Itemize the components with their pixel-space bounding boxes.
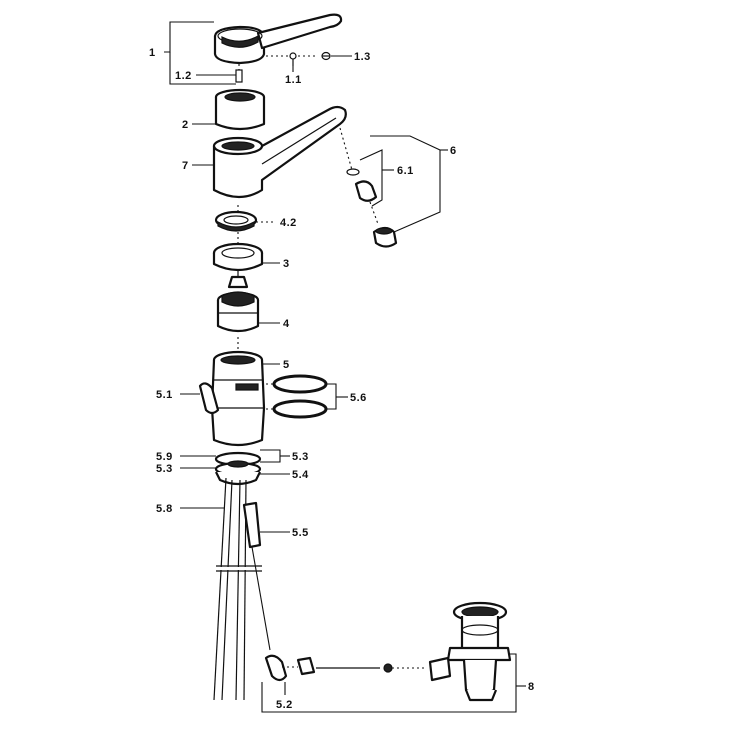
label-1-1: 1.1: [285, 74, 302, 86]
part-lift-rod-knob: [198, 382, 220, 415]
label-5-8: 5.8: [156, 503, 173, 515]
label-8: 8: [528, 681, 535, 693]
label-5: 5: [283, 359, 290, 371]
label-5-6: 5.6: [350, 392, 367, 404]
label-5-3-left: 5.3: [156, 463, 173, 475]
part-popup-waste: [428, 601, 512, 702]
part-o-rings: [266, 374, 328, 419]
part-aerator-insert: [339, 127, 379, 225]
part-ring-4-2: [214, 205, 258, 232]
part-lift-rod: [242, 501, 271, 651]
part-lever-handle: [213, 13, 343, 65]
part-nut: [212, 232, 264, 272]
part-supply-hoses: [210, 477, 266, 701]
label-1-3: 1.3: [354, 51, 371, 63]
part-pin-1-2: [235, 64, 243, 83]
label-5-5: 5.5: [292, 527, 309, 539]
label-1: 1: [149, 47, 156, 59]
part-cap-1-3: [321, 51, 331, 61]
part-linkage-clip: [264, 654, 316, 682]
label-5-4: 5.4: [292, 469, 309, 481]
label-5-9: 5.9: [156, 451, 173, 463]
label-7: 7: [182, 160, 189, 172]
part-spout-body: [212, 105, 347, 199]
part-cover-sleeve: [214, 88, 266, 131]
part-nozzle: [372, 226, 398, 248]
label-6-1: 6.1: [397, 165, 414, 177]
label-4: 4: [283, 318, 290, 330]
label-5-1: 5.1: [156, 389, 173, 401]
part-washers: [214, 451, 262, 486]
part-screw-1-1: [266, 52, 318, 66]
label-6: 6: [450, 145, 457, 157]
label-3: 3: [283, 258, 290, 270]
label-1-2: 1.2: [175, 70, 192, 82]
label-4-2: 4.2: [280, 217, 297, 229]
leader-lines: [164, 21, 526, 713]
label-2: 2: [182, 119, 189, 131]
part-cartridge: [216, 270, 260, 350]
label-5-3-right: 5.3: [292, 451, 309, 463]
part-pivot-rod: [316, 663, 426, 673]
part-tap-base: [210, 350, 266, 447]
part-labels: 1 1.2 1.1 1.3 2 7 6 6.1 4.2 3 4 5 5.1 5.…: [149, 47, 535, 711]
label-5-2: 5.2: [276, 699, 293, 711]
